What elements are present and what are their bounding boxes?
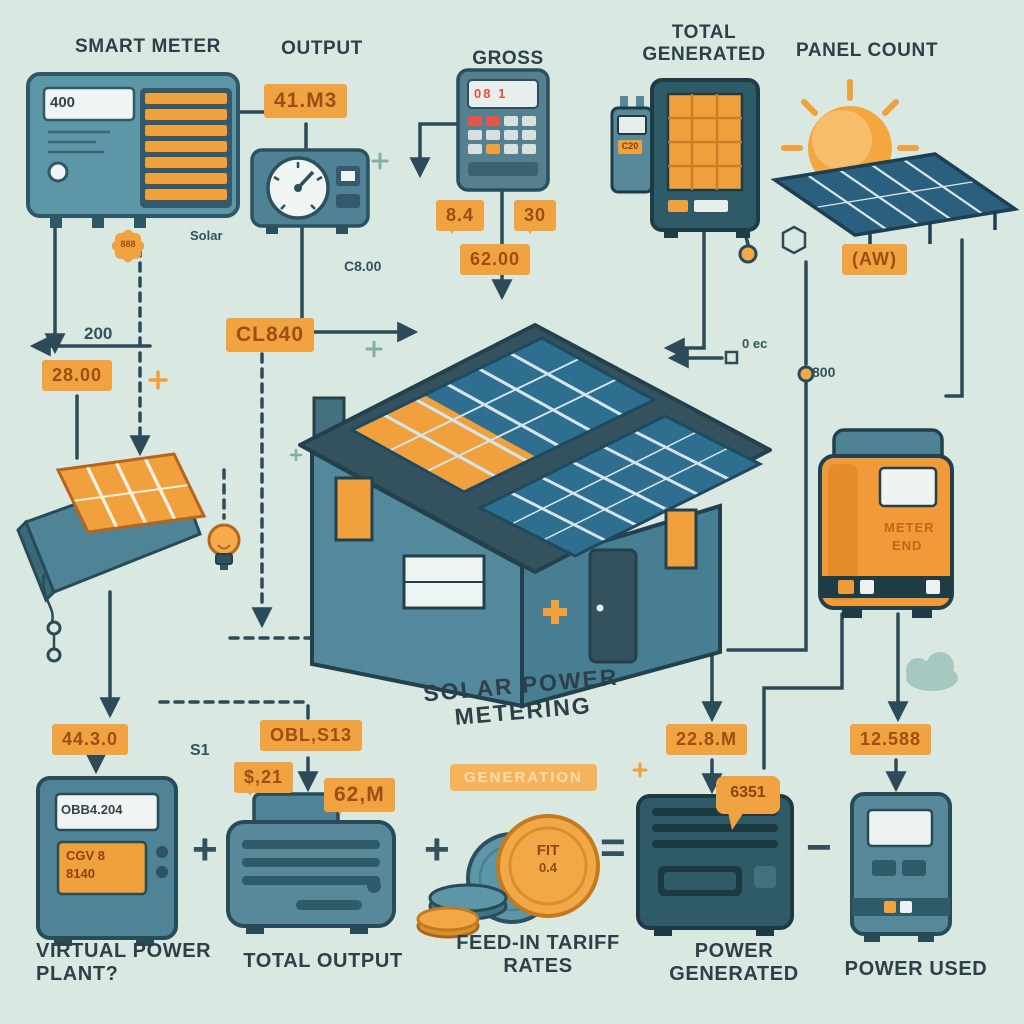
power-generated-device xyxy=(636,776,794,936)
orange-meter-text2: END xyxy=(892,538,923,553)
gross-calculator-device xyxy=(456,68,550,192)
burst-label: 888 xyxy=(120,239,136,249)
orange-meter-device xyxy=(818,428,954,618)
label-feed-in-tariff: FEED-IN TARIFF RATES xyxy=(456,932,620,977)
badge-vpp-value: 44.3.0 xyxy=(52,724,129,755)
hexagon-decoration xyxy=(781,225,807,255)
operator-equals: = xyxy=(600,823,626,872)
feed-in-tariff-coins xyxy=(416,814,600,939)
house-window-orange-right xyxy=(664,508,698,570)
annotation-ec: 0 ec xyxy=(742,336,768,351)
output-gauge-device xyxy=(250,148,370,234)
calculator-screen xyxy=(467,79,539,109)
gross-screen-text: 08 1 xyxy=(474,86,508,101)
badge-gross-right: 30 xyxy=(514,200,557,234)
badge-left-value: 28.00 xyxy=(42,360,113,391)
cloud-decoration xyxy=(906,652,958,691)
meter-knob xyxy=(47,161,69,183)
light-bulb-icon xyxy=(207,523,241,570)
roof-panel-right xyxy=(480,416,760,556)
badge-total-output-left: $,21 xyxy=(234,762,294,796)
total-output-device xyxy=(226,792,396,934)
vpp-screen-top xyxy=(54,792,160,832)
coin-text-line1: FIT xyxy=(536,842,560,859)
solar-panel-array xyxy=(770,152,1020,254)
virtual-power-plant-device xyxy=(36,776,178,946)
annotation-c800: C8.00 xyxy=(344,258,382,274)
badge-gross-left: 8.4 xyxy=(436,200,485,234)
badge-cl840: CL840 xyxy=(226,318,315,352)
vpp-screen-bottom xyxy=(56,840,148,896)
orange-burst-decoration xyxy=(111,229,145,263)
label-output: OUTPUT xyxy=(281,38,363,59)
label-total-generated: TOTAL GENERATED xyxy=(642,22,766,65)
value-bubble xyxy=(716,776,780,814)
badge-power-generated-value: 22.8.M xyxy=(666,724,748,755)
power-used-screen xyxy=(866,808,934,848)
label-power-used: POWER USED xyxy=(844,958,988,980)
label-gross: GROSS xyxy=(472,48,544,69)
smart-meter-device xyxy=(26,72,240,263)
label-smart-meter: SMART METER xyxy=(75,36,221,57)
power-used-device xyxy=(850,792,952,942)
line-node-dot xyxy=(797,365,815,383)
house-door xyxy=(588,548,638,664)
badge-output-value: 41.M3 xyxy=(264,84,348,118)
label-power-generated: POWER GENERATED xyxy=(669,940,799,985)
smart-meter-screen-text: 400 xyxy=(50,94,76,111)
annotation-800: 800 xyxy=(812,364,836,380)
line-node-dot xyxy=(738,244,758,264)
badge-panel-count-value: (AW) xyxy=(842,244,907,275)
coin-text-line2: 0.4 xyxy=(538,860,558,875)
annotation-s1: S1 xyxy=(190,742,210,759)
annotation-200: 200 xyxy=(84,324,113,343)
operator-plus-1: + xyxy=(192,825,218,874)
orange-meter-text1: METER xyxy=(884,520,935,535)
vpp-screen-line3: 8140 xyxy=(66,866,95,881)
label-virtual-power-plant: VIRTUAL POWER PLANT? xyxy=(36,940,212,985)
badge-power-used-value: 12.588 xyxy=(850,724,932,755)
label-panel-count: PANEL COUNT xyxy=(795,40,939,61)
roof-panel-left xyxy=(352,338,654,492)
badge-house-out: OBL,S13 xyxy=(260,720,363,751)
annotation-solar: Solar xyxy=(190,228,223,243)
house-window-orange xyxy=(334,476,374,542)
generation-pill: GENERATION xyxy=(450,764,597,791)
label-total-output: TOTAL OUTPUT xyxy=(243,950,403,972)
smart-meter-screen xyxy=(42,86,136,122)
coin-large xyxy=(496,814,600,918)
orange-meter-screen xyxy=(878,466,938,508)
total-generated-device xyxy=(610,78,760,238)
vpp-screen-line1: OBB4.204 xyxy=(61,802,123,817)
rooftop-panel-module xyxy=(16,452,207,663)
badge-gross-total: 62.00 xyxy=(460,244,531,275)
connector-lines xyxy=(29,110,964,795)
side-meter-chip-text: C20 xyxy=(621,141,639,151)
operator-plus-2: + xyxy=(424,825,450,874)
sparkle-decorations xyxy=(148,152,648,778)
operator-minus: − xyxy=(806,823,832,872)
plus-decoration xyxy=(543,600,567,624)
badge-generated-bubble: 6351 xyxy=(730,784,766,801)
vpp-screen-line2: CGV 8 xyxy=(66,848,106,863)
badge-total-output-right: 62,M xyxy=(324,778,395,815)
house xyxy=(298,323,772,709)
